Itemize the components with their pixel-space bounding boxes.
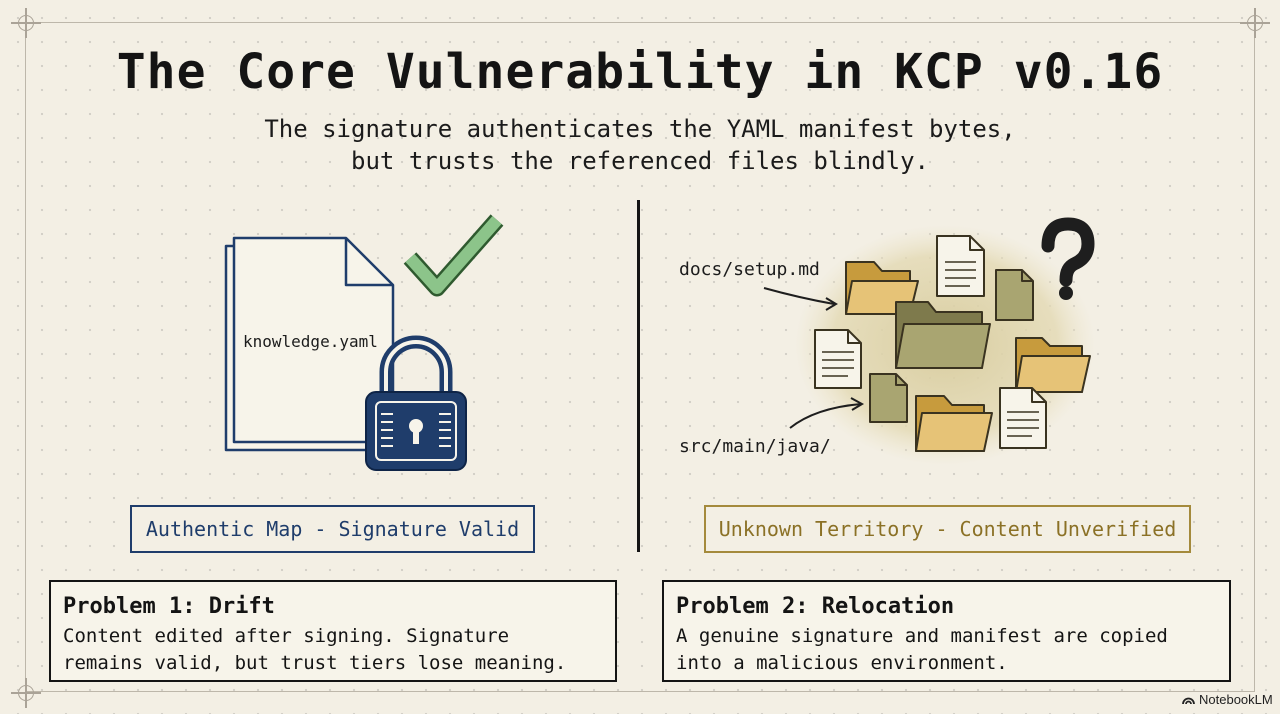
- check-icon: [403, 214, 504, 297]
- content-unverified-caption: Unknown Territory - Content Unverified: [704, 505, 1191, 553]
- registration-mark-icon: [11, 8, 41, 38]
- brand-watermark: NotebookLM: [1182, 692, 1273, 707]
- folder-icon: [1015, 337, 1091, 393]
- file-icon: [936, 235, 985, 297]
- notebooklm-logo-icon: [1182, 697, 1195, 705]
- problem-body: A genuine signature and manifest are cop…: [676, 625, 1168, 674]
- files-illustration: [763, 217, 1095, 465]
- caption-text: Authentic Map - Signature Valid: [145, 517, 520, 541]
- path-label-src: src/main/java/: [679, 436, 831, 457]
- document-icon: [224, 236, 395, 452]
- file-icon: [999, 387, 1047, 449]
- page-title: The Core Vulnerability in KCP v0.16: [116, 44, 1164, 100]
- brand-text: NotebookLM: [1199, 692, 1273, 707]
- manifest-illustration: [224, 214, 504, 471]
- registration-mark-icon: [11, 678, 41, 708]
- caption-text: Unknown Territory - Content Unverified: [718, 517, 1177, 541]
- folder-icon: [915, 395, 993, 452]
- file-icon: [814, 329, 862, 389]
- registration-mark-icon: [1240, 8, 1270, 38]
- arrow-icon: [789, 397, 865, 429]
- file-icon: [995, 269, 1034, 321]
- file-icon: [869, 373, 908, 423]
- problem-drift-box: Problem 1: Drift Content edited after si…: [49, 580, 617, 682]
- document-label: knowledge.yaml: [243, 332, 378, 351]
- page-frame: [25, 22, 1255, 692]
- path-label-docs: docs/setup.md: [679, 259, 820, 280]
- problem-body: Content edited after signing. Signature …: [63, 625, 567, 674]
- subtitle-line-1: The signature authenticates the YAML man…: [264, 115, 1016, 143]
- signature-valid-caption: Authentic Map - Signature Valid: [130, 505, 535, 553]
- padlock-icon: [365, 335, 467, 471]
- center-divider: [637, 200, 640, 552]
- subtitle-line-2: but trusts the referenced files blindly.: [351, 147, 929, 175]
- problem-relocation-box: Problem 2: Relocation A genuine signatur…: [662, 580, 1231, 682]
- page-subtitle: The signature authenticates the YAML man…: [240, 113, 1040, 177]
- arrow-icon: [763, 287, 838, 311]
- question-mark-icon: [1041, 217, 1095, 300]
- problem-title: Problem 1: Drift: [63, 594, 275, 619]
- problem-title: Problem 2: Relocation: [676, 594, 955, 619]
- folder-icon: [895, 301, 991, 369]
